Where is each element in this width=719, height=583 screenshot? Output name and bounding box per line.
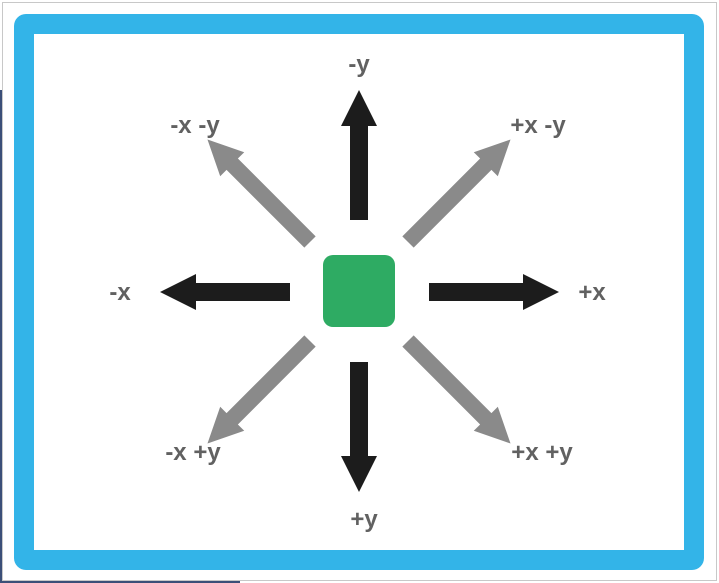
arrow-left — [160, 274, 290, 310]
label-up-right: +x -y — [510, 112, 566, 139]
label-right: +x — [578, 279, 606, 306]
arrow-down-right — [395, 328, 523, 456]
bottom-edge-strip — [0, 580, 240, 583]
label-up-left: -x -y — [170, 112, 220, 139]
label-down-left: -x +y — [165, 439, 221, 466]
center-square — [323, 255, 395, 327]
label-down: +y — [350, 506, 378, 533]
left-edge-strip — [0, 90, 3, 583]
label-left: -x — [109, 279, 131, 306]
label-down-right: +x +y — [511, 439, 573, 466]
arrow-down-left — [195, 328, 323, 456]
arrow-up-right — [395, 127, 523, 255]
arrow-up-left — [195, 127, 323, 255]
arrow-up — [341, 90, 377, 220]
label-up: -y — [348, 51, 370, 78]
arrow-right — [429, 274, 559, 310]
arrow-down — [341, 362, 377, 492]
